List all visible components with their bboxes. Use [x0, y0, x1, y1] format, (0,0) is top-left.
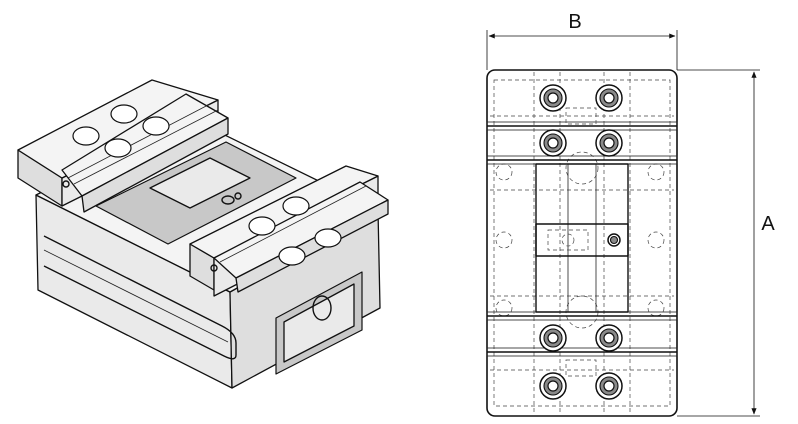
- plan-spindle-block: [535, 223, 629, 257]
- vise-base-slot: [43, 235, 237, 360]
- right-jaw-hole-3: [278, 246, 306, 266]
- spindle-hole: [221, 195, 235, 205]
- right-jaw-hole-1: [248, 216, 276, 236]
- dimension-a: A: [677, 69, 775, 417]
- right-jaw-top: [189, 165, 379, 259]
- left-jaw-hole-1: [110, 104, 138, 124]
- plan-bolts-top: [539, 84, 623, 157]
- dimension-b: B: [486, 11, 678, 70]
- dimension-label-a: A: [761, 213, 775, 235]
- plan-outer-plate: [486, 69, 678, 417]
- vise-end-hole: [312, 295, 332, 321]
- isometric-vise-view: [17, 79, 389, 389]
- right-jaw-hole-4: [314, 228, 342, 248]
- left-jaw-hole-3: [72, 126, 100, 146]
- left-jaw-hole-2: [142, 116, 170, 136]
- left-jaw-hole-4: [104, 138, 132, 158]
- right-jaw-hole-2: [282, 196, 310, 216]
- top-view-plan: [486, 69, 678, 417]
- plan-bolts-bottom: [539, 324, 623, 400]
- dimension-label-b: B: [568, 11, 581, 33]
